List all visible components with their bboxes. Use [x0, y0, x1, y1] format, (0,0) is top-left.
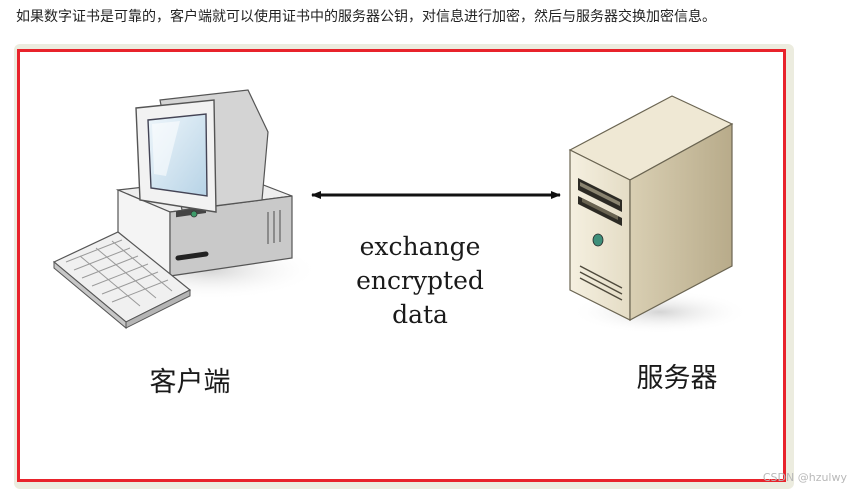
- desktop-computer-icon: [52, 89, 320, 330]
- exchange-label: exchange encrypted data: [330, 230, 510, 332]
- exchange-label-line2: encrypted data: [356, 266, 484, 329]
- client-label: 客户端: [149, 367, 231, 398]
- exchange-label-line1: exchange: [359, 232, 481, 261]
- server-label: 服务器: [636, 363, 718, 394]
- caption-text: 如果数字证书是可靠的，客户端就可以使用证书中的服务器公钥，对信息进行加密，然后与…: [16, 9, 716, 25]
- server-tower-icon: [568, 95, 750, 334]
- watermark: CSDN @hzulwy: [762, 471, 847, 484]
